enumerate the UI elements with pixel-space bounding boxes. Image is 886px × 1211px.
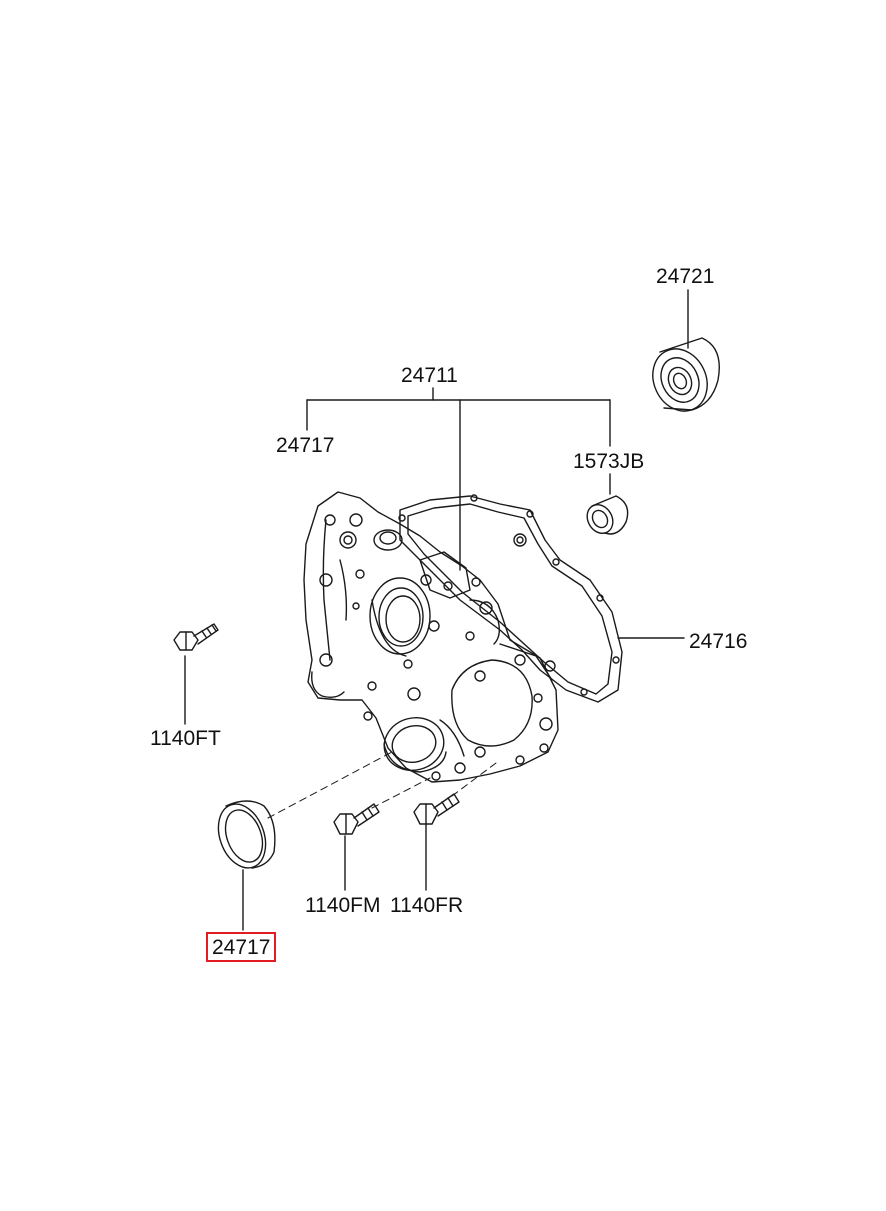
callout-seal-top-24717[interactable]: 24717 xyxy=(276,434,335,457)
callout-bush-1573JB[interactable]: 1573JB xyxy=(573,450,645,473)
callout-assembly-24711[interactable]: 24711 xyxy=(401,364,458,387)
callout-gasket-24716[interactable]: 24716 xyxy=(689,630,748,653)
callout-bolt-left-1140FT[interactable]: 1140FT xyxy=(150,727,221,750)
callout-seal-bottom-24717-highlighted[interactable]: 24717 xyxy=(206,932,277,962)
callout-bearing-24721[interactable]: 24721 xyxy=(656,265,715,288)
leader-lines xyxy=(184,289,689,931)
bearing-part xyxy=(652,337,720,412)
case-cover-part xyxy=(303,491,559,783)
oil-seal-part xyxy=(217,800,276,869)
bush-part xyxy=(586,495,629,535)
callout-bolt-mid-1140FM[interactable]: 1140FM xyxy=(305,894,381,917)
bolt-left-part xyxy=(173,623,219,651)
bolt-right-part xyxy=(413,793,460,825)
bolt-mid-part xyxy=(333,803,380,835)
callout-bolt-right-1140FR[interactable]: 1140FR xyxy=(390,894,464,917)
gasket-part xyxy=(398,494,623,703)
